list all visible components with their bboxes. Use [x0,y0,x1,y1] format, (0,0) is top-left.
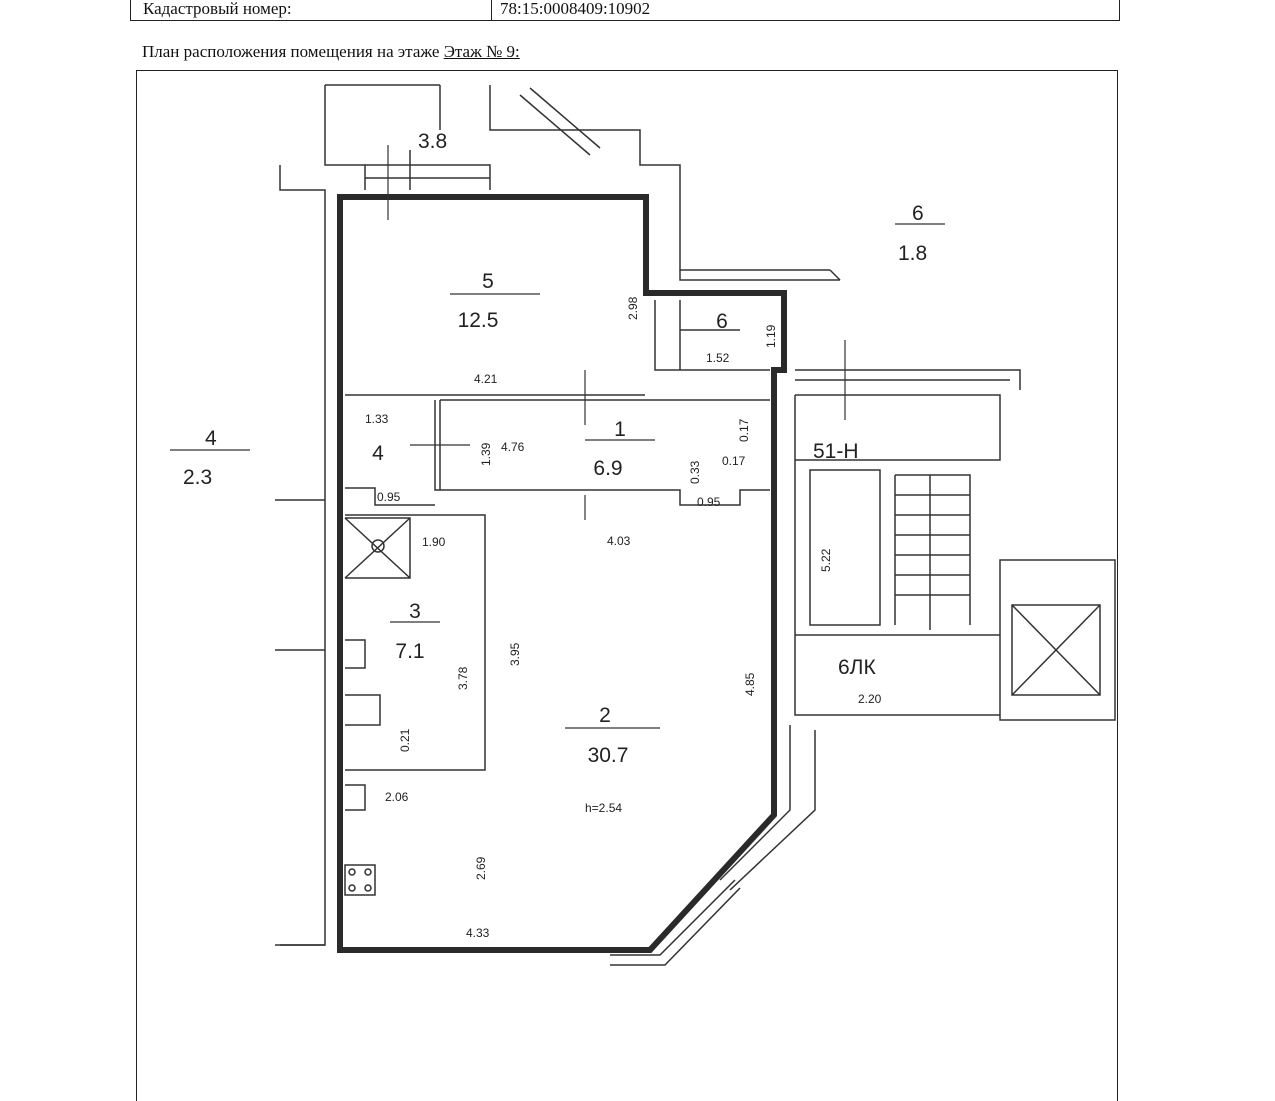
cadastral-row: Кадастровый номер: 78:15:0008409:10902 [130,0,1120,21]
room-5-area: 12.5 [458,309,499,332]
outside-room-4-number: 4 [205,427,217,450]
dim: 0.17 [737,418,751,442]
room-2-number: 2 [599,704,611,727]
dim: 2.98 [626,296,640,320]
stair-dim: 2.20 [858,692,882,706]
dim: 1.39 [479,442,493,466]
dim: 0.17 [722,454,746,468]
dim: 4.03 [607,534,631,548]
plan-frame [136,70,1118,1101]
apartment-outline [337,194,787,953]
dim: 4.85 [743,672,757,696]
plan-title-prefix: План расположения помещения на этаже [142,42,440,61]
room-5-number: 5 [482,270,494,293]
plan-title: План расположения помещения на этаже Эта… [142,42,520,62]
dim: 2.69 [474,856,488,880]
dim: 4.21 [474,372,498,386]
outside-room-6-area: 1.8 [898,242,927,265]
stair-label: 6ЛК [838,656,876,679]
dim: 0.95 [377,490,401,504]
room-1-area: 6.9 [593,457,622,480]
dim: 0.33 [688,460,702,484]
dim: 0.95 [697,495,721,509]
outside-room-4-area: 2.3 [183,466,212,489]
dim: 1.19 [764,324,778,348]
unit-label: 51-Н [813,440,859,463]
dim: 4.33 [466,926,490,940]
room-2-area: 30.7 [588,744,629,767]
dimension-lines [170,145,945,729]
dim: 3.95 [508,642,522,666]
room-6-number: 6 [716,310,728,333]
balcony-area: 3.8 [418,130,447,153]
dim: 3.78 [456,666,470,690]
room-4-number: 4 [372,442,384,465]
cadastral-label: Кадастровый номер: [131,0,492,20]
room-3-area: 7.1 [395,640,424,663]
dim: 0.21 [398,728,412,752]
dim: 5.22 [819,548,833,572]
dim: 1.90 [422,535,446,549]
dim: 1.52 [706,351,730,365]
room-3-number: 3 [409,600,421,623]
walls [275,84,1116,966]
outside-room-6-number: 6 [912,202,924,225]
dim: 2.06 [385,790,409,804]
room-2-height: h=2.54 [585,801,622,815]
plan-floor: Этаж № 9: [443,42,520,61]
dim: 1.33 [365,412,389,426]
room-1-number: 1 [614,418,626,441]
cadastral-number: 78:15:0008409:10902 [500,0,651,18]
dim: 4.76 [501,440,525,454]
